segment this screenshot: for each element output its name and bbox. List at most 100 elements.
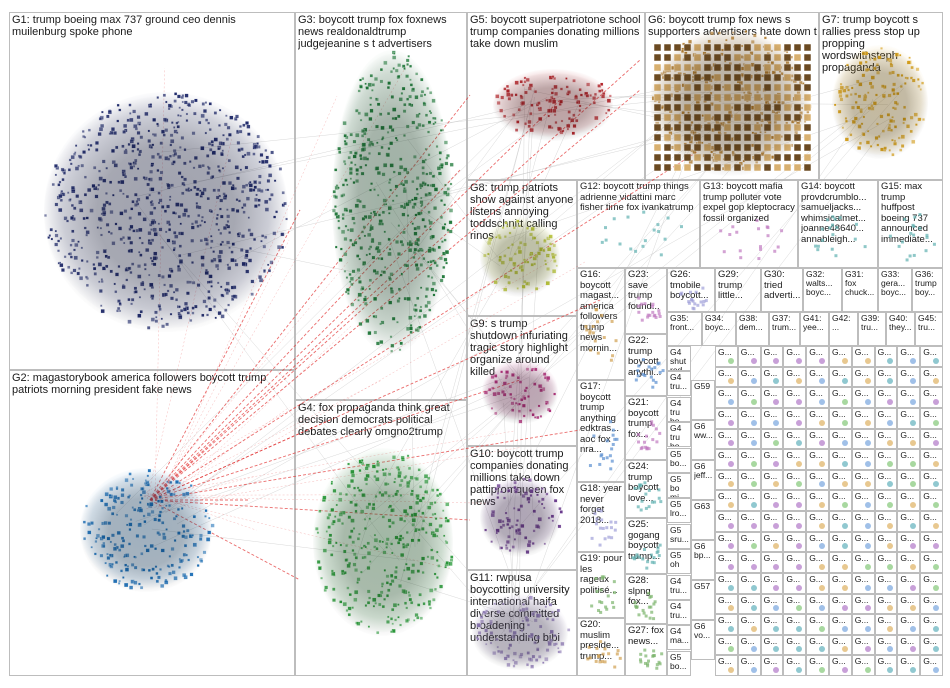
node [818,646,825,653]
tiny-group-panel: G... [737,593,761,615]
group-label: G29: trump little... [718,270,743,301]
tiny-group-label: G... [786,533,801,543]
tiny-group-label: G... [718,492,732,502]
tiny-group-label: G... [854,554,869,564]
group-panel-g12: G12: boycott trump things adrienne vidat… [577,180,700,268]
group-panel-g25: G25: gogang boycott trump... [625,518,667,574]
small-group-panel: G57 [691,580,715,620]
tiny-group-label: G... [763,389,778,399]
tiny-group-label: G... [786,595,801,605]
group-label: G1: trump boeing max 737 ground ceo denn… [12,14,236,38]
node [932,440,939,447]
tiny-group-label: G... [740,636,755,646]
tiny-group-label: G... [877,616,892,626]
node [887,563,894,570]
tiny-group-label: G... [832,616,846,626]
tiny-group-label: G... [854,513,869,522]
tiny-group-panel: G... [715,387,738,408]
tiny-group-label: G... [809,389,823,399]
tiny-group-panel: G... [715,531,738,553]
node [864,460,871,467]
node [818,543,825,550]
node [932,481,939,488]
group-label: G31: fox chuck... [845,270,875,297]
tiny-group-label: G... [900,409,915,419]
tiny-group-label: G... [763,616,778,626]
tiny-group-label: G... [923,389,937,399]
tiny-group-panel: G... [760,634,784,656]
group-label: G4 tru... [670,576,688,595]
node [796,481,803,488]
node [818,605,825,612]
tiny-group-label: G... [923,595,937,605]
node [750,563,757,570]
node [932,625,939,632]
small-group-panel: G4 tru bo... [667,422,691,448]
group-panel-g35: G35: front... [667,312,702,346]
tiny-group-label: G... [832,533,846,543]
group-label: G33: gera... boyc... [881,270,907,297]
node [887,522,894,529]
tiny-group-label: G... [786,513,801,522]
tiny-group-label: G... [923,368,937,378]
tiny-group-label: G... [900,451,915,461]
tiny-group-panel: G... [737,449,761,470]
tiny-group-label: G... [763,492,778,502]
tiny-group-label: G... [832,409,846,419]
tiny-group-panel: G... [829,511,852,532]
node [773,667,780,673]
tiny-group-panel: G... [760,572,784,594]
node [864,440,871,447]
node [818,667,825,673]
small-group-panel: G6 vo... [691,620,715,660]
node [887,605,894,612]
tiny-group-panel: G... [829,428,852,450]
tiny-group-panel: G... [715,407,738,429]
tiny-group-panel: G... [874,511,898,532]
node [727,460,734,467]
tiny-group-panel: G... [806,366,829,388]
tiny-group-panel: G... [851,449,875,470]
group-label: G6 ww... [694,422,713,440]
tiny-group-panel: G... [715,469,738,491]
group-label: G5 bo... [670,449,687,468]
tiny-group-panel: G... [783,531,807,553]
node [932,584,939,591]
tiny-group-panel: G... [783,428,807,450]
tiny-group-label: G... [832,430,846,440]
node [887,378,894,385]
node-cluster-g5 [493,69,613,137]
node [727,398,734,405]
node [910,419,917,426]
group-panel-g37: G37: trum... [769,312,800,346]
node [727,522,734,529]
tiny-group-label: G... [923,451,937,461]
tiny-group-panel: G... [851,655,875,676]
group-label: G23: save trump found... [628,270,660,312]
node [841,522,848,529]
small-group-panel: G5 sru... [667,523,691,549]
group-panel-g14: G14: boycott provdcrumblo... samueljacks… [798,180,878,268]
group-panel-g26: G26: tmobile boycott... [667,268,715,312]
node [841,625,848,632]
tiny-group-label: G... [718,595,732,605]
tiny-group-label: G... [718,451,732,461]
tiny-group-label: G... [877,348,892,357]
node [750,605,757,612]
tiny-group-label: G... [740,657,755,667]
node [841,667,848,673]
node [841,543,848,550]
node [818,502,825,508]
tiny-group-panel: G... [783,346,807,367]
tiny-group-panel: G... [806,407,829,429]
node [841,584,848,591]
node [910,481,917,488]
group-label: G22: trump boycott anythi... [628,336,662,378]
tiny-group-label: G... [854,348,869,357]
tiny-group-label: G... [809,533,823,543]
tiny-group-panel: G... [897,449,921,470]
node [750,398,757,405]
small-group-panel: G4 tru bo... [667,396,691,422]
tiny-group-label: G... [740,348,755,357]
